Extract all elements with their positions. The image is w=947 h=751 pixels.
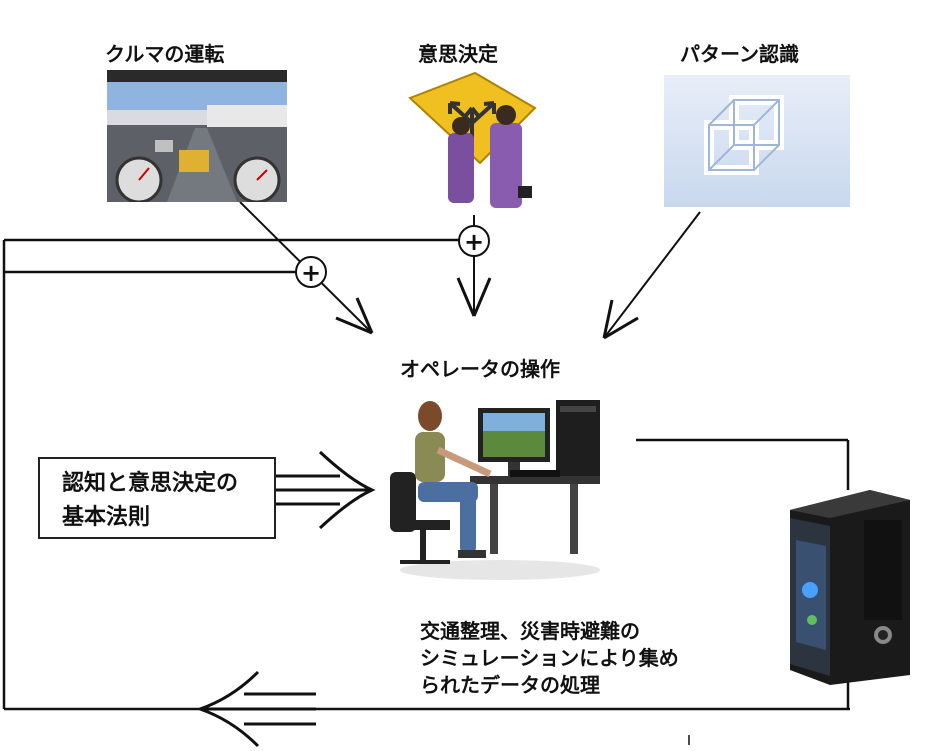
principles-line-2: 基本法則 bbox=[62, 505, 151, 530]
driving-arrowhead bbox=[335, 297, 374, 335]
decision-label: 意思決定 bbox=[418, 42, 498, 66]
junction-2-symbol: + bbox=[301, 259, 321, 287]
pattern-arrowhead bbox=[602, 299, 639, 340]
result-line-1: 交通整理、災害時避難の bbox=[420, 619, 640, 643]
driving-label: クルマの運転 bbox=[105, 42, 225, 66]
principles-arrow bbox=[276, 450, 376, 530]
operator-label: オペレータの操作 bbox=[400, 357, 560, 381]
result-line-2: シミュレーションにより集め bbox=[420, 646, 679, 670]
result-text: 交通整理、災害時避難の シミュレーションにより集め られたデータの処理 bbox=[420, 618, 679, 699]
junction-2 bbox=[295, 256, 327, 288]
principles-line-1: 認知と意思決定の bbox=[62, 471, 239, 496]
junction-1-symbol: + bbox=[464, 228, 484, 256]
output-arrow bbox=[195, 670, 316, 748]
result-line-3: られたデータの処理 bbox=[420, 673, 600, 697]
pattern-arrow bbox=[603, 211, 701, 339]
impossible-cube-image bbox=[664, 75, 850, 207]
operator-image bbox=[380, 392, 610, 582]
principles-box: 認知と意思決定の 基本法則 bbox=[38, 457, 276, 539]
decision-arrowhead bbox=[456, 277, 492, 317]
decision-image bbox=[390, 68, 550, 215]
junction-1 bbox=[458, 225, 490, 257]
pattern-label: パターン認識 bbox=[680, 42, 799, 66]
racing-game-image bbox=[107, 70, 287, 202]
computer-tower-image bbox=[760, 480, 920, 685]
